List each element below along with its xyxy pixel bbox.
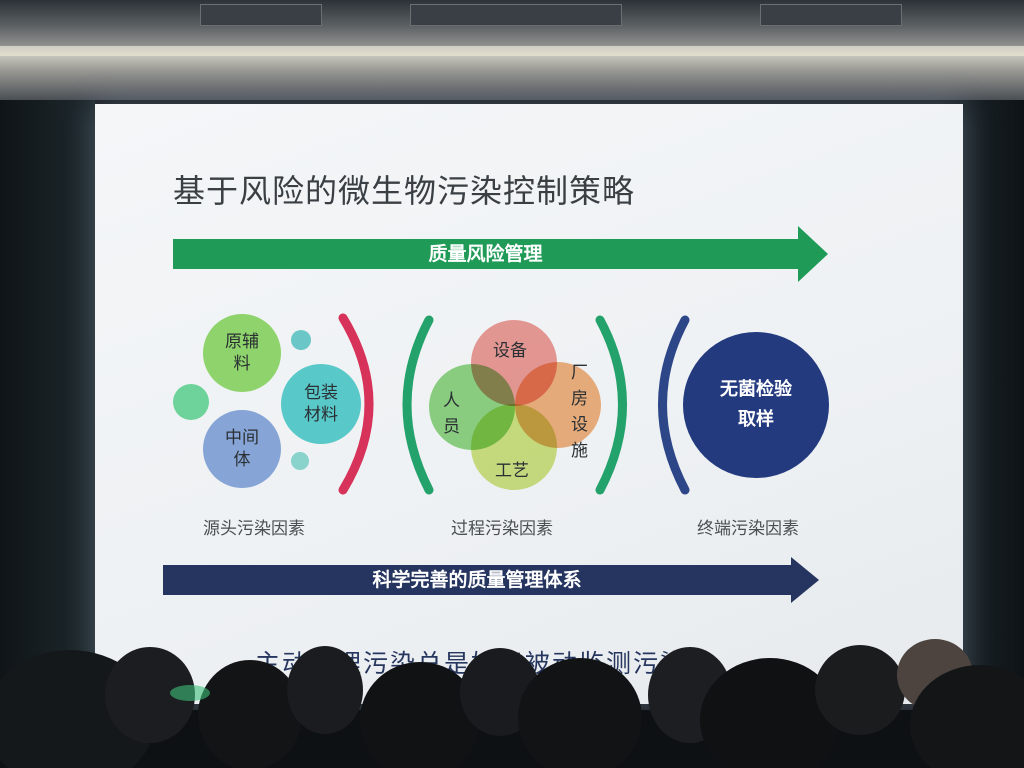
bubble-intermediate: 中间体: [203, 410, 281, 488]
bubble-label: 包装材料: [304, 383, 338, 425]
ceiling-light-strip: [0, 46, 1024, 56]
audience-head: [815, 645, 905, 735]
quality-risk-arrow: 质量风险管理: [173, 239, 798, 269]
bubble-label: 中间体: [225, 428, 259, 470]
bracket-navy: [658, 315, 690, 495]
bracket-green-left: [402, 315, 434, 495]
audience-head: [518, 658, 642, 768]
small-bubble: [291, 452, 309, 470]
caption-terminal: 终端污染因素: [697, 519, 799, 539]
bubble-label: 原辅料: [225, 332, 259, 374]
audience-head: [360, 662, 480, 768]
ceiling-fixture: [410, 4, 622, 26]
audience-silhouettes: [0, 639, 1024, 768]
small-bubble: [173, 384, 209, 420]
label-facility: 厂房设施: [571, 363, 588, 461]
circle-sterility-test: 无菌检验取样: [683, 332, 829, 478]
bracket-green-right: [595, 315, 627, 495]
ceiling-fixture: [200, 4, 322, 26]
right-wall: [960, 100, 1024, 768]
caption-source: 源头污染因素: [203, 519, 305, 539]
audience-head: [198, 660, 302, 768]
ceiling: [0, 0, 1024, 100]
audience-head: [910, 665, 1024, 768]
audience-head: [170, 685, 210, 701]
quality-system-arrow: 科学完善的质量管理体系: [163, 565, 791, 595]
label-process: 工艺: [495, 461, 529, 481]
slide-title: 基于风险的微生物污染控制策略: [173, 172, 636, 210]
bubble-raw-materials: 原辅料: [203, 314, 281, 392]
circle-process: [471, 404, 557, 490]
label-equipment: 设备: [493, 341, 527, 361]
bubble-packaging: 包装材料: [281, 364, 361, 444]
ceiling-fixture: [760, 4, 902, 26]
audience-head: [700, 658, 840, 768]
caption-process: 过程污染因素: [451, 519, 553, 539]
quality-system-arrow-head: [791, 557, 819, 603]
quality-risk-arrow-head: [798, 226, 828, 282]
small-bubble: [291, 330, 311, 350]
bubble-label: 无菌检验取样: [720, 379, 792, 430]
audience-head: [287, 646, 363, 734]
label-personnel: 人员: [443, 391, 460, 437]
audience-head: [105, 647, 195, 743]
